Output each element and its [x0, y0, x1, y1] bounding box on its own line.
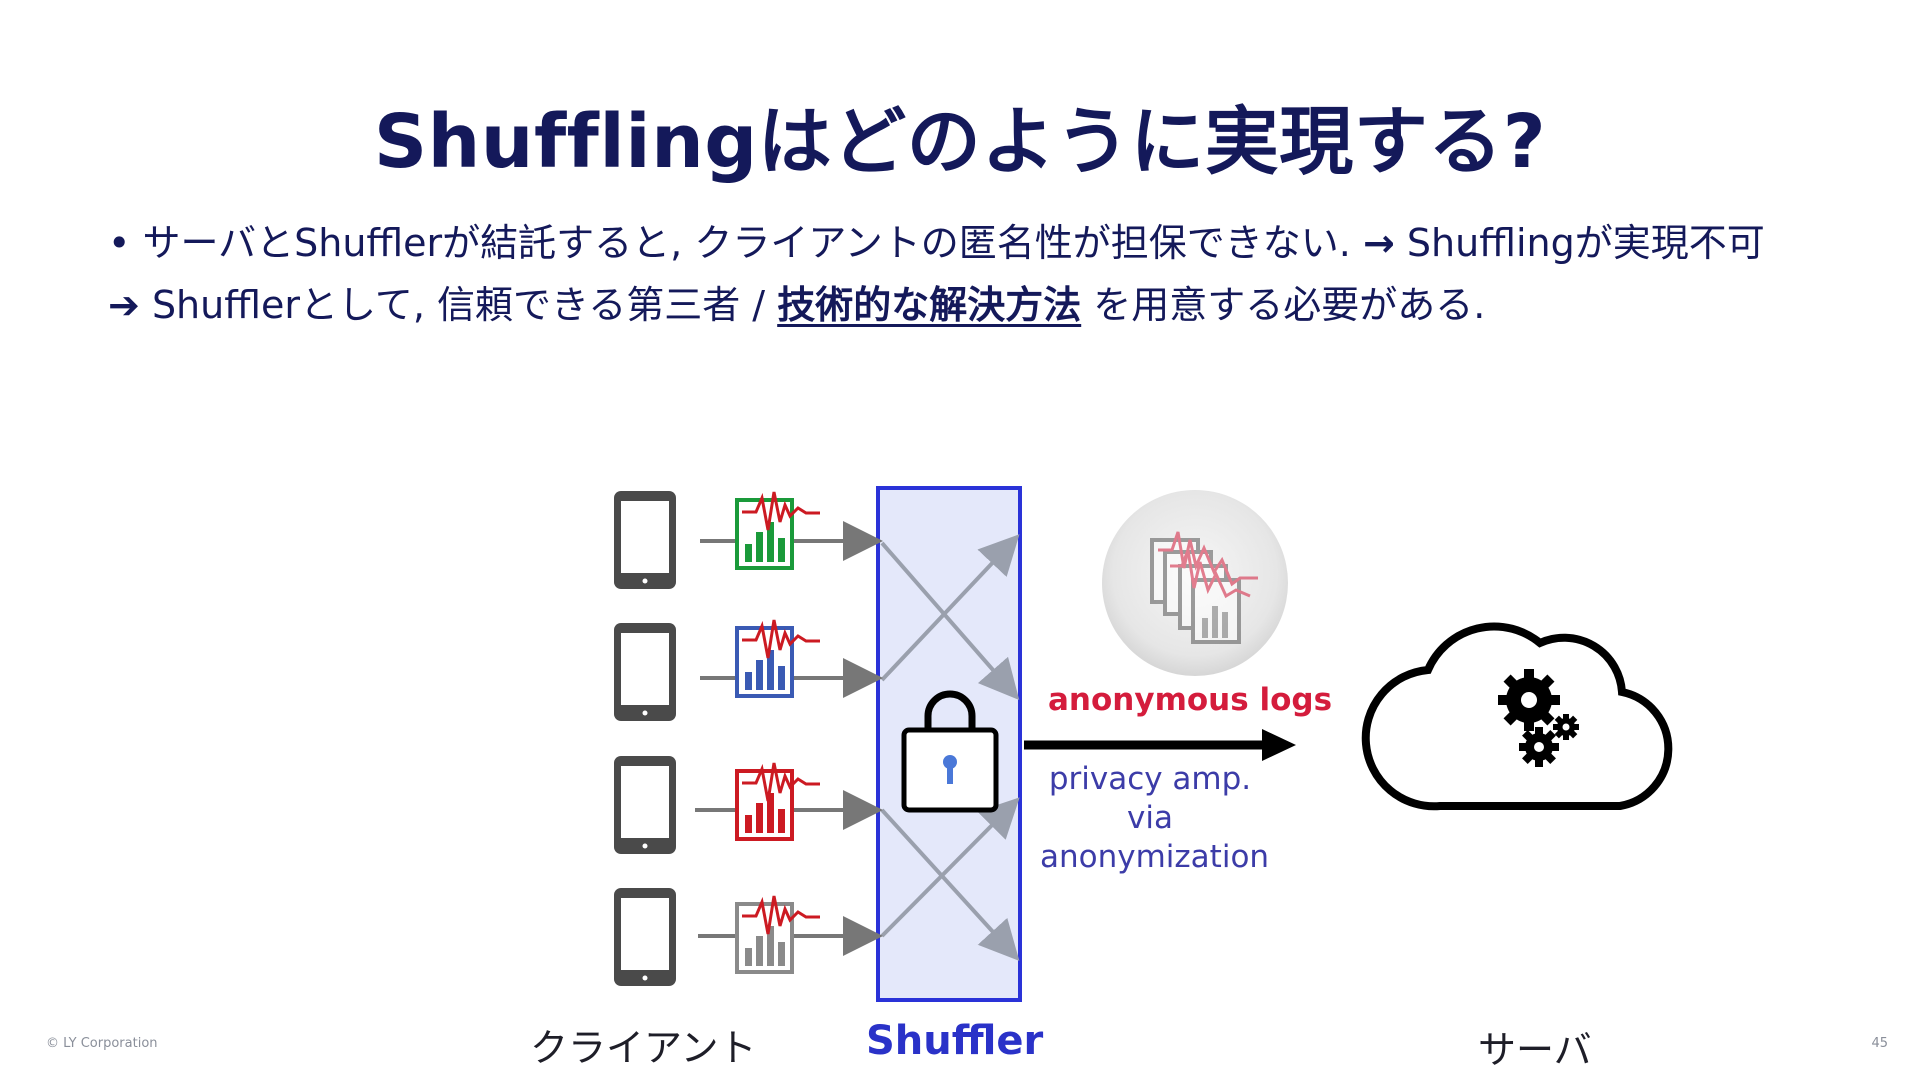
anonymous-logs-label: anonymous logs: [1048, 682, 1332, 718]
gear-icon-small: [1519, 727, 1559, 767]
privacy-line-1: privacy amp.: [1040, 760, 1260, 799]
gear-icon: [1498, 669, 1560, 731]
client-row-3: [614, 756, 875, 854]
smartphone-icon: [614, 623, 676, 721]
smartphone-icon: [614, 756, 676, 854]
client-row-1: [614, 491, 875, 589]
server-caption: サーバ: [1478, 1019, 1592, 1074]
smartphone-icon: [614, 491, 676, 589]
client-row-4: [614, 888, 875, 986]
shuffler-to-server-arrow: [1024, 729, 1296, 761]
smartphone-icon: [614, 888, 676, 986]
client-caption: クライアント: [530, 1017, 756, 1072]
data-report-icon: [737, 620, 820, 696]
client-row-2: [614, 620, 875, 721]
page-number: 45: [1871, 1036, 1888, 1051]
privacy-amplification-label: privacy amp. via anonymization: [1040, 760, 1260, 877]
privacy-line-2: via: [1040, 799, 1260, 838]
gear-icon-tiny: [1553, 714, 1579, 740]
privacy-line-3: anonymization: [1040, 838, 1260, 877]
data-report-icon: [737, 763, 820, 839]
anonymous-logs-bubble: [1102, 490, 1288, 676]
data-report-icon: [737, 492, 820, 568]
shuffler-caption: Shuffler: [866, 1018, 1043, 1064]
copyright-footer: © LY Corporation: [46, 1036, 158, 1051]
